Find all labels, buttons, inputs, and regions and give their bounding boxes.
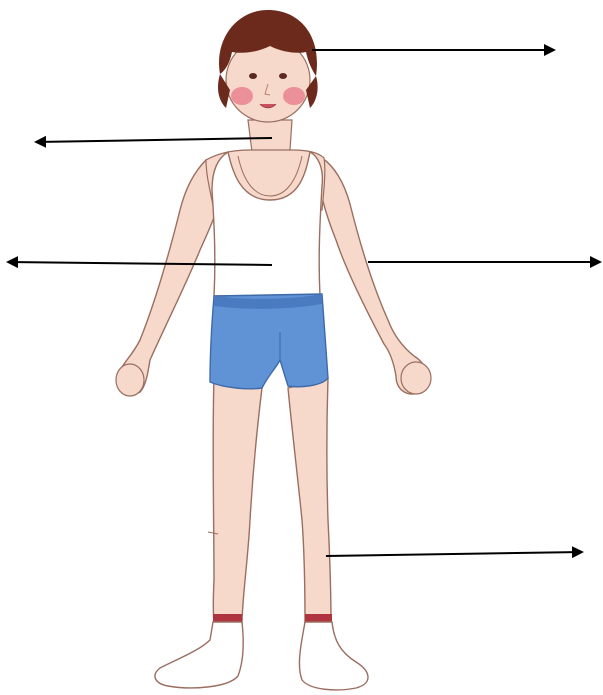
- right-sock-band: [305, 614, 332, 622]
- right-hand: [401, 362, 431, 394]
- left-cheek: [231, 87, 253, 105]
- arrow-leg: [326, 552, 582, 556]
- right-sock: [299, 622, 368, 690]
- left-sock: [155, 622, 243, 688]
- right-eye: [279, 73, 287, 79]
- left-sock-band: [213, 614, 242, 622]
- legs: [208, 378, 331, 624]
- arrow-neck: [36, 138, 272, 142]
- right-arm: [320, 158, 428, 394]
- child-figure: [116, 10, 431, 690]
- head: [218, 10, 318, 122]
- left-leg: [213, 378, 262, 624]
- right-cheek: [283, 87, 305, 105]
- left-hand: [116, 364, 144, 396]
- shorts: [210, 294, 328, 389]
- right-leg: [288, 378, 331, 624]
- socks: [155, 614, 368, 690]
- left-arm: [118, 160, 220, 394]
- left-eye: [249, 73, 257, 79]
